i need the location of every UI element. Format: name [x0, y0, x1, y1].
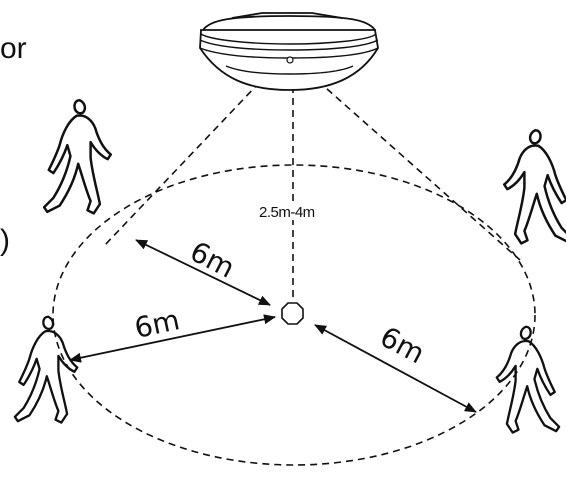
- walking-person-icon: [495, 325, 561, 434]
- sensor-center-icon: [281, 302, 304, 325]
- walking-person-icon: [42, 99, 112, 215]
- radius-label-lower-right: 6m: [375, 320, 430, 370]
- edge-text-top: or: [0, 32, 27, 65]
- detection-zone-ellipse: [52, 164, 536, 466]
- edge-text-middle: ): [0, 224, 10, 257]
- radius-arrow-left: [69, 314, 276, 363]
- walking-person-icon: [13, 315, 79, 424]
- cone-line-left: [103, 64, 277, 247]
- radius-arrow-lower-right: [314, 324, 477, 413]
- cone-line-right: [299, 64, 521, 261]
- radius-label-upper-left: 6m: [185, 235, 240, 285]
- ceiling-sensor-lamp-icon: [199, 12, 379, 91]
- walking-person-icon: [503, 129, 566, 245]
- radius-arrow-upper-left: [135, 239, 271, 306]
- height-label: 2.5m-4m: [258, 204, 316, 221]
